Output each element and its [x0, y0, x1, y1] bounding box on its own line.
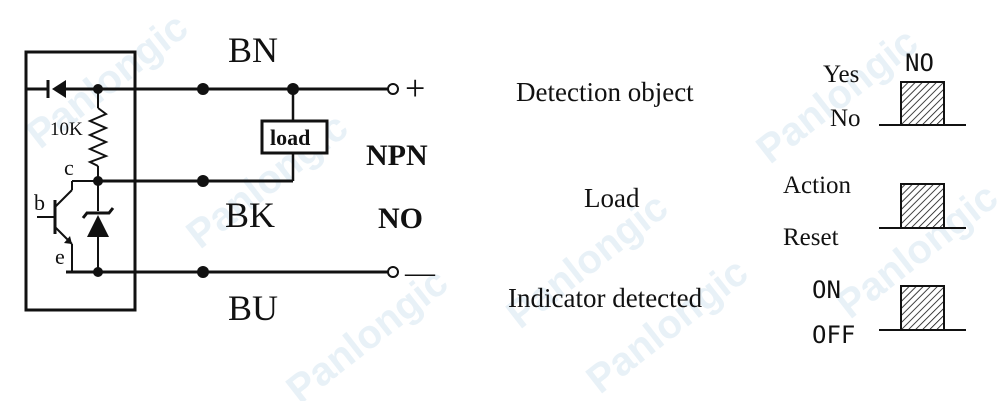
terminal-minus-icon — [387, 266, 399, 278]
pin-b-label: b — [34, 190, 45, 215]
timing-low-label: No — [830, 105, 861, 132]
terminal-minus-label: — — [404, 256, 436, 289]
timing-row-name: Indicator detected — [508, 283, 703, 313]
junction-dot — [197, 83, 209, 95]
resistor-label: 10K — [50, 119, 83, 140]
emitter-arrow-icon — [64, 236, 72, 244]
timing-high-label: Yes — [823, 61, 859, 88]
junction-dot — [197, 175, 209, 187]
timing-low-label: Reset — [783, 224, 839, 251]
junction-dot — [93, 176, 103, 186]
wire-bu-label: BU — [228, 288, 278, 328]
timing-high-label: ON — [812, 276, 841, 304]
wire-bn-label: BN — [228, 30, 278, 70]
circuit-mode-label: NO — [378, 202, 423, 235]
junction-dot — [287, 83, 299, 95]
timing-tag-label: NO — [905, 49, 934, 77]
watermark-text: Panlongic — [18, 5, 196, 157]
wire-bk-label: BK — [225, 195, 275, 235]
load-label: load — [270, 125, 310, 150]
terminal-plus-label: + — [405, 68, 425, 108]
pin-e-label: e — [55, 244, 65, 269]
diode-icon — [52, 80, 66, 98]
pin-c-label: c — [64, 155, 74, 180]
sensor-circuit — [24, 50, 399, 312]
timing-row-name: Load — [584, 183, 640, 213]
junction-dot — [93, 84, 103, 94]
load-box — [260, 119, 329, 155]
transistor-collector — [54, 189, 73, 208]
terminal-plus-icon — [387, 83, 399, 95]
timing-pulse — [879, 81, 966, 126]
zener-bar — [81, 207, 115, 219]
watermark-text: Panlongic — [748, 20, 926, 172]
junction-dot — [93, 267, 103, 277]
zener-diode-icon — [87, 215, 109, 237]
timing-row-name: Detection object — [516, 77, 694, 107]
timing-pulse — [879, 183, 966, 229]
resistor-icon — [87, 107, 109, 167]
timing-low-label: OFF — [812, 321, 855, 349]
timing-pulse — [879, 285, 966, 331]
junction-dot — [197, 266, 209, 278]
timing-high-label: Action — [783, 172, 852, 199]
circuit-type-label: NPN — [366, 139, 428, 172]
